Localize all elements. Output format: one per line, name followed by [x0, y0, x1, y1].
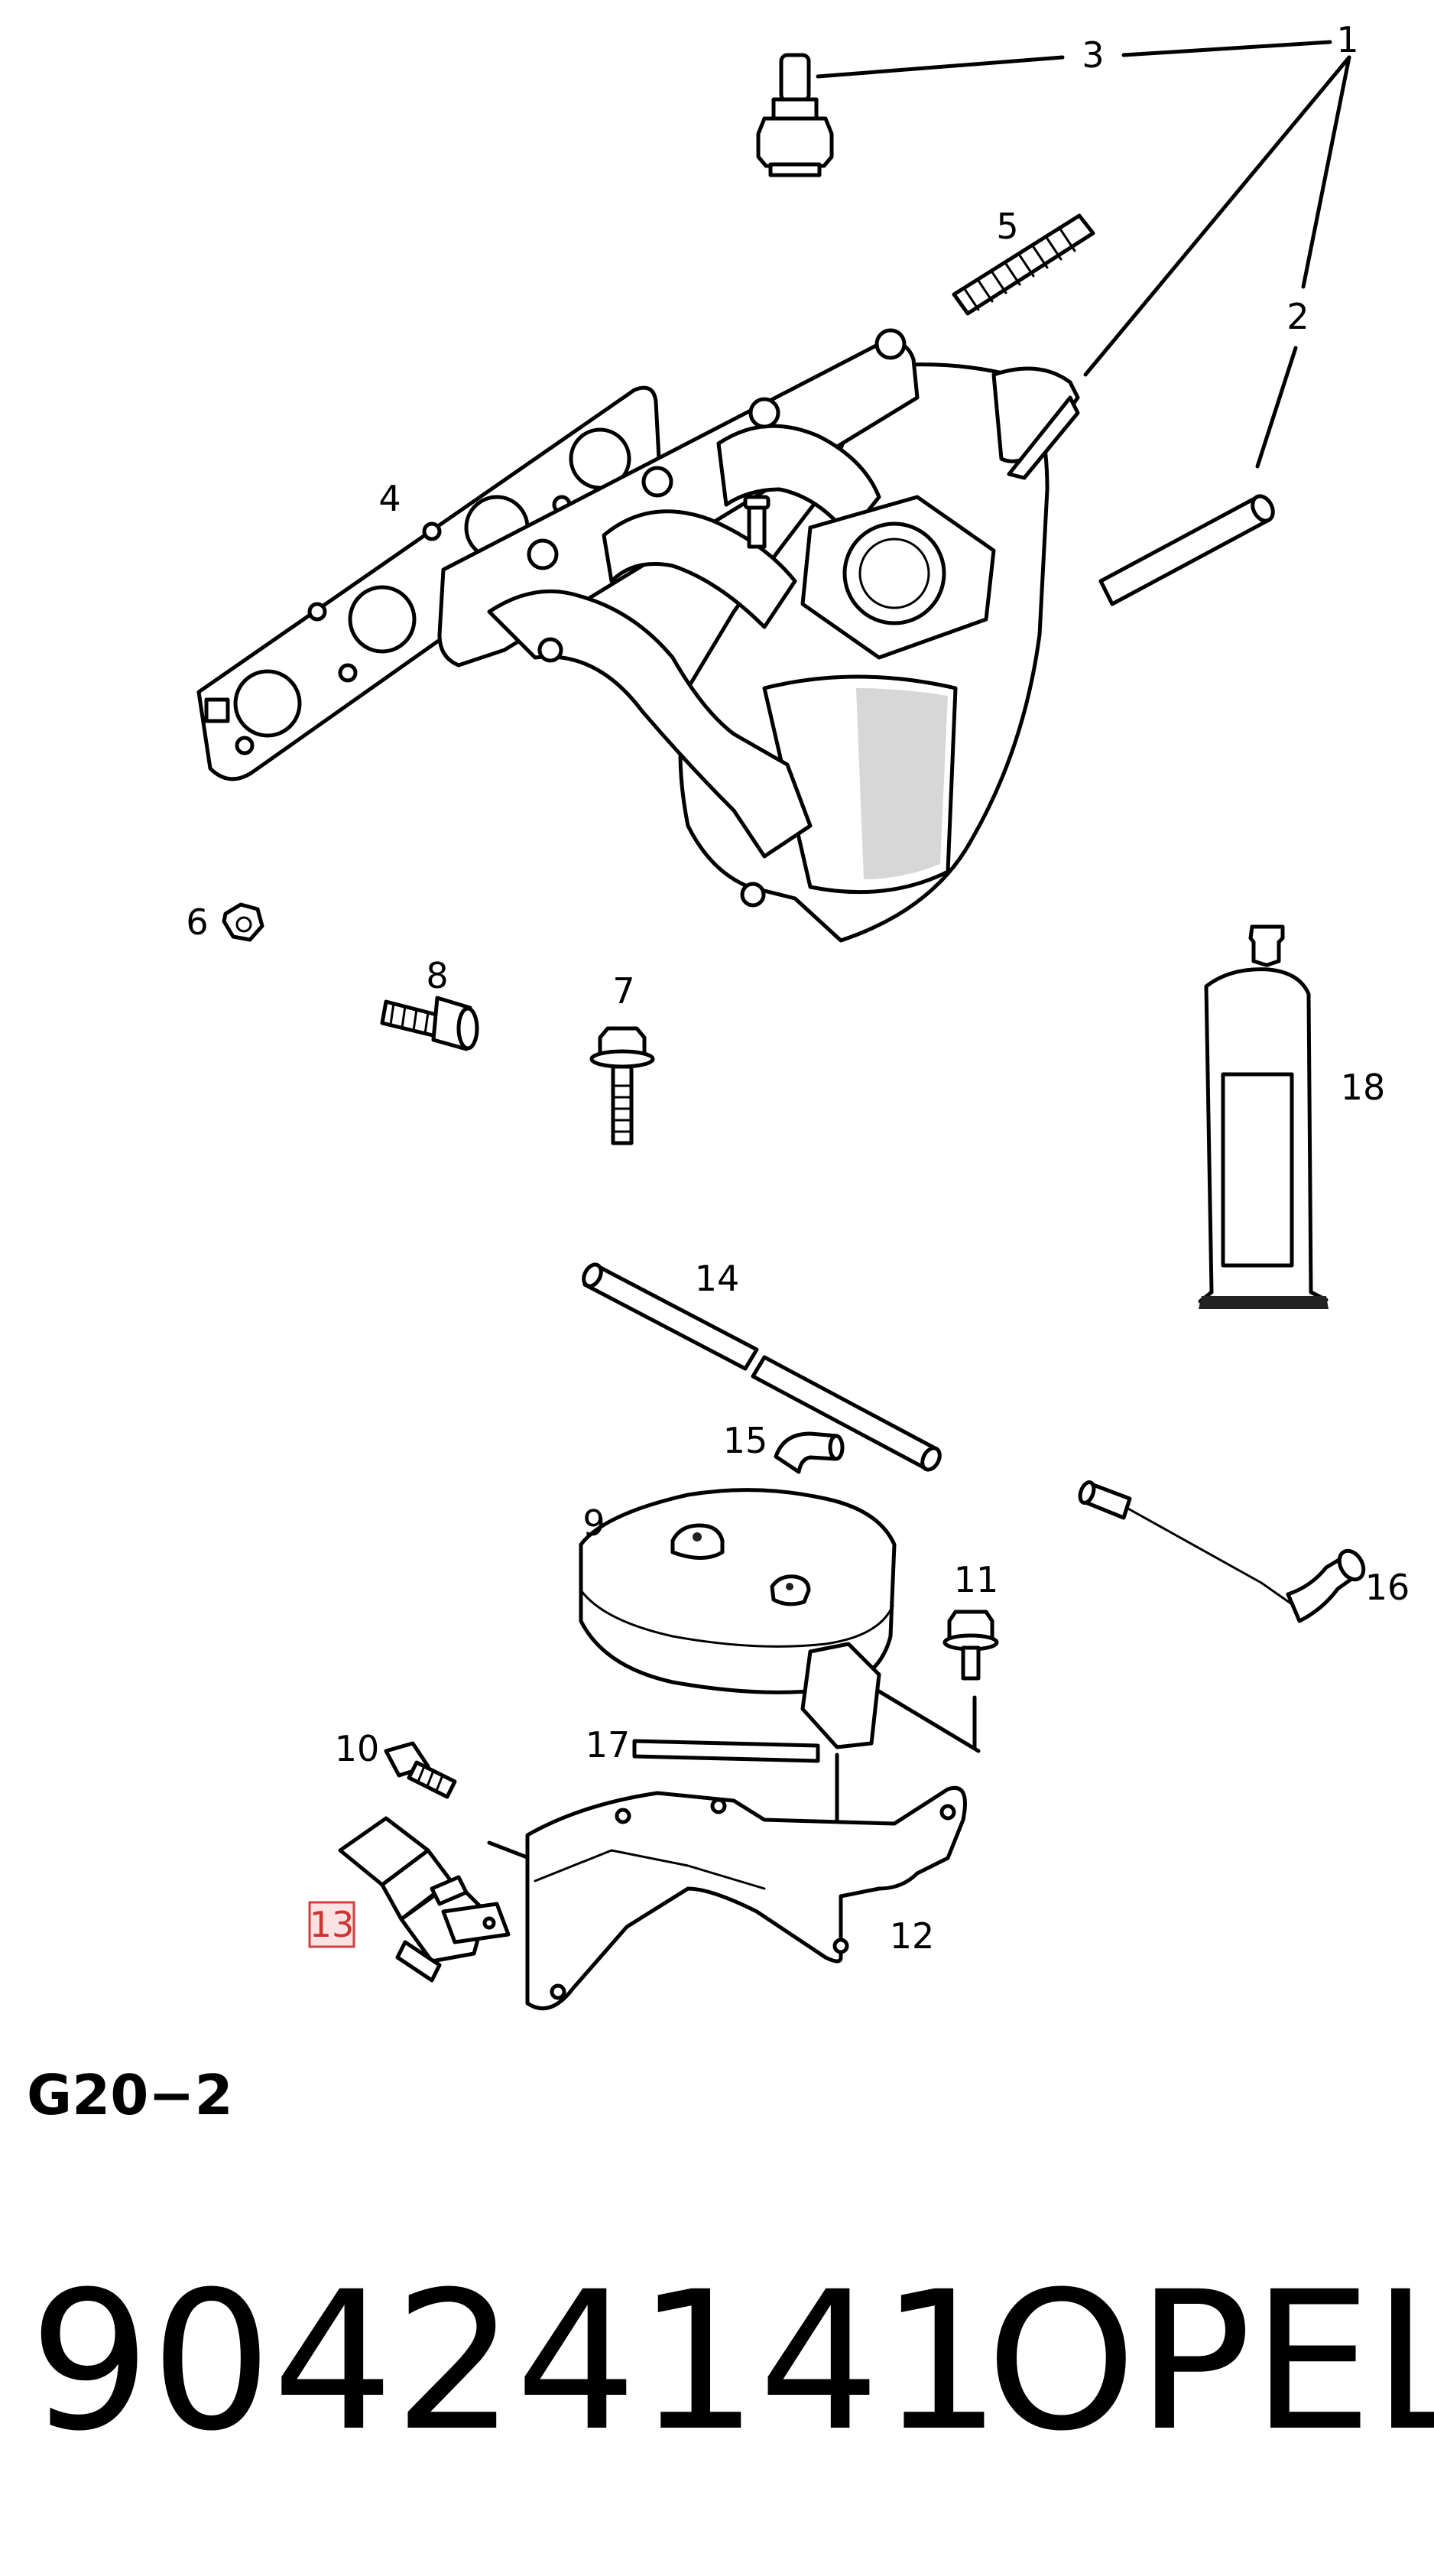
part-16-hose-connector — [1078, 1480, 1366, 1623]
diagram-code: G20−2 — [27, 2063, 233, 2127]
part-11-bolt — [942, 1610, 999, 1681]
callout-15: 15 — [723, 1420, 768, 1461]
callout-13-highlight[interactable]: 13 — [308, 1901, 355, 1948]
part-number: 90424141 — [29, 2250, 1001, 2473]
callout-11: 11 — [954, 1559, 999, 1600]
part-3-oxygen-sensor — [756, 53, 834, 177]
callout-12: 12 — [890, 1915, 935, 1957]
callout-7: 7 — [612, 970, 634, 1012]
callout-13[interactable]: 13 — [310, 1904, 355, 1945]
callout-16: 16 — [1365, 1567, 1410, 1608]
part-14-hose — [582, 1262, 942, 1472]
part-2-sleeve — [1098, 494, 1275, 606]
callout-2: 2 — [1286, 296, 1309, 337]
part-15-elbow-hose — [774, 1431, 845, 1474]
part-6-nut — [222, 902, 264, 942]
callout-8: 8 — [426, 955, 448, 996]
callout-3: 3 — [1082, 34, 1104, 76]
part-18-sealant-tube — [1198, 924, 1329, 1309]
callout-14: 14 — [695, 1258, 740, 1299]
part-5-stud — [952, 213, 1095, 316]
callout-4: 4 — [378, 478, 401, 519]
part-10-bolt — [384, 1741, 457, 1799]
part-8-bolt — [380, 996, 479, 1051]
part-7-flange-bolt — [589, 1026, 655, 1145]
part-9-vacuum-reservoir — [579, 1488, 897, 1749]
callout-17: 17 — [586, 1724, 631, 1766]
callout-18: 18 — [1341, 1067, 1386, 1108]
callout-labels: 1 2 3 4 5 6 7 8 9 10 11 12 13 14 15 16 1… — [186, 19, 1410, 1957]
callout-9: 9 — [582, 1502, 605, 1544]
callout-10: 10 — [335, 1728, 380, 1769]
callout-5: 5 — [996, 206, 1018, 247]
part-17-strip — [632, 1739, 820, 1763]
part-1-exhaust-manifold — [437, 328, 1080, 943]
brand-label: OPEL — [986, 2250, 1434, 2473]
callout-1: 1 — [1336, 19, 1358, 60]
callout-6: 6 — [186, 901, 208, 943]
part-13-solenoid-valve — [338, 1816, 511, 1983]
part-12-bracket — [525, 1786, 967, 2011]
